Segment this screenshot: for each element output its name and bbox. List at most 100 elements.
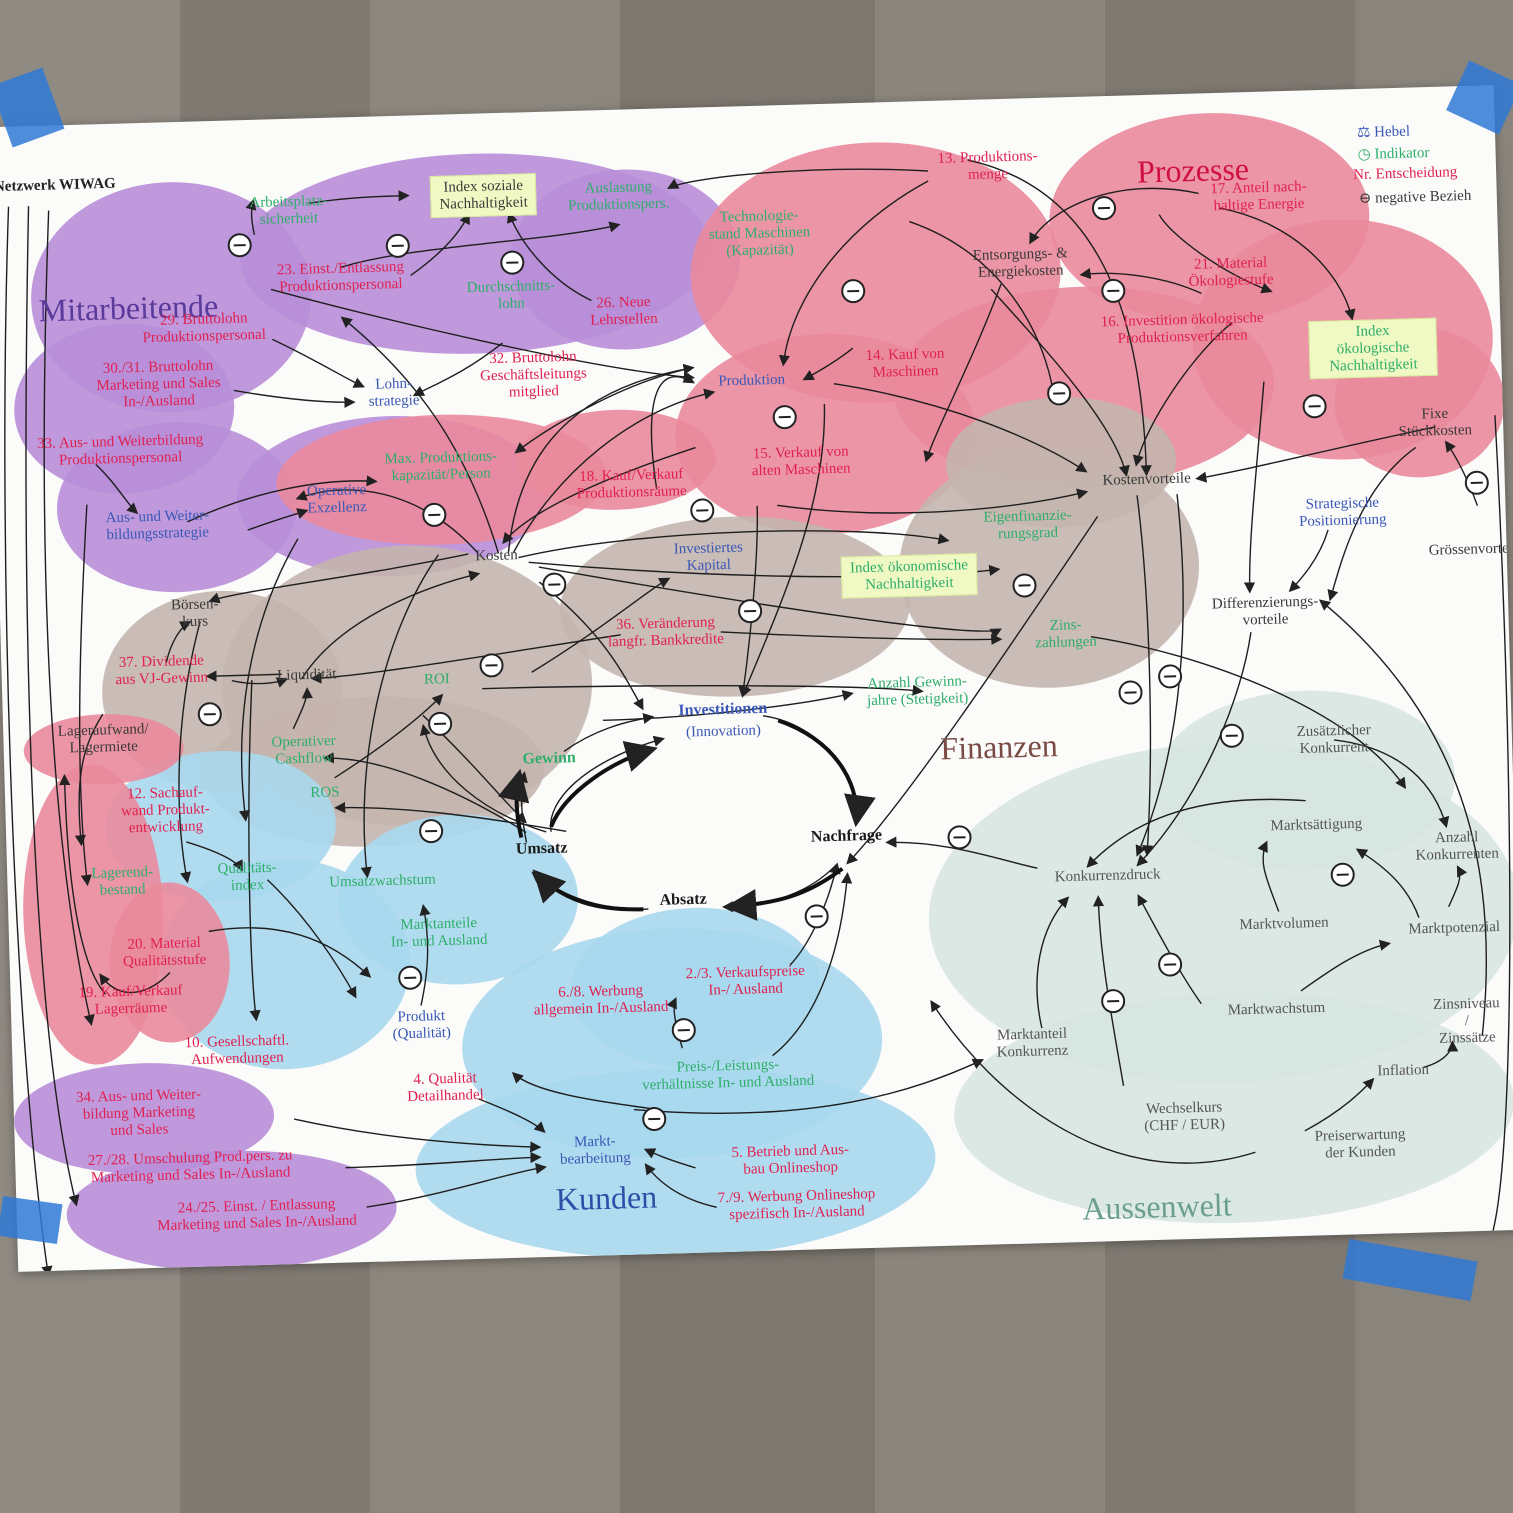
- relation-arrow: [186, 841, 243, 872]
- node-onlineshop: 5. Betrieb und Aus- bau Onlineshop: [731, 1141, 850, 1178]
- relation-arrow: [1158, 214, 1273, 294]
- core-loop-arrow: [532, 869, 644, 912]
- node-strat-position: Strategische Positionierung: [1298, 494, 1387, 530]
- relation-arrow: [233, 389, 356, 408]
- node-marktpotenzial: Marktpotenzial: [1408, 918, 1501, 938]
- relation-arrow: [4, 206, 53, 1272]
- node-inflation: Inflation: [1377, 1061, 1430, 1080]
- node-bruttolohn-gl: 32. Bruttolohn Geschäftsleitungs mitglie…: [479, 348, 587, 401]
- relation-arrow: [59, 773, 107, 995]
- relation-arrow: [1086, 798, 1306, 868]
- node-gesellsch-aufw: 10. Gesellschaftl. Aufwendungen: [184, 1032, 290, 1068]
- relation-arrow: [1243, 381, 1265, 594]
- node-index-oekon: Index ökonomische Nachhaltigkeit: [840, 552, 978, 599]
- relation-arrow: [512, 388, 716, 554]
- node-preis-leistung: Preis-/Leistungs- verhältnisse In- und A…: [642, 1056, 815, 1094]
- gauge-icon: ◷: [1357, 146, 1375, 163]
- core-loop-arrow: [497, 768, 530, 839]
- relation-arrow: [644, 1163, 717, 1208]
- relation-arrow: [538, 581, 644, 711]
- core-loop-arrow: [724, 867, 844, 921]
- node-kostenvorteile: Kostenvorteile: [1102, 470, 1191, 489]
- node-bankkredite: 36. Veränderung langfr. Bankkredite: [607, 614, 725, 651]
- relation-arrow: [967, 159, 1152, 477]
- lever-icon: ⚖: [1356, 124, 1375, 142]
- region-finanzen: Finanzen: [939, 727, 1059, 767]
- relation-arrow: [74, 713, 104, 847]
- relation-arrow: [1036, 896, 1070, 1029]
- relation-arrow: [419, 904, 431, 1006]
- relation-arrow: [1132, 322, 1233, 467]
- relation-arrow: [772, 872, 853, 1057]
- relation-arrow: [295, 489, 479, 555]
- relation-arrow: [1029, 187, 1199, 245]
- relation-arrow: [514, 366, 694, 454]
- relation-arrow: [208, 553, 469, 604]
- region-blob: [338, 814, 579, 985]
- node-werbung-allg: 6./8. Werbung allgemein In-/Ausland: [533, 982, 669, 1019]
- node-investiertes-kapital: Investiertes Kapital: [673, 539, 744, 574]
- node-fixe-kosten: Fixe Stückkosten: [1398, 405, 1473, 440]
- region-blob: [415, 1068, 936, 1259]
- node-dividende: 37. Dividende aus VJ-Gewinn: [115, 652, 209, 688]
- relation-arrow: [1444, 440, 1479, 507]
- relation-arrow: [833, 383, 1088, 473]
- minus-circle-icon: ⊖: [1358, 190, 1376, 207]
- relation-arrow: [208, 927, 372, 978]
- relation-arrow: [238, 538, 299, 822]
- region-blob: [14, 1063, 274, 1174]
- relation-arrow: [643, 1148, 696, 1169]
- relation-arrow: [266, 879, 357, 999]
- node-werbung-online: 7./9. Werbung Onlineshop spezifisch In-/…: [717, 1186, 876, 1223]
- relation-arrow: [187, 475, 378, 523]
- relation-arrow: [1079, 267, 1202, 295]
- node-produkt: Produkt (Qualität): [392, 1008, 452, 1043]
- node-entsorgung: Entsorgungs- & Energiekosten: [972, 245, 1069, 281]
- node-anteil-energie: 17. Anteil nach- haltige Energie: [1210, 178, 1307, 215]
- relation-arrow: [205, 670, 282, 682]
- core-loop-arrow: [549, 741, 658, 828]
- legend-decision: Nr. Entscheidung: [1352, 164, 1458, 184]
- node-produktionsmenge: 13. Produktions- menge: [937, 148, 1038, 183]
- relation-arrow: [245, 198, 257, 235]
- relation-arrow: [507, 363, 695, 553]
- relation-arrow: [1136, 632, 1252, 867]
- relation-arrow: [1327, 446, 1417, 602]
- node-technologiestand: Technologie- stand Maschinen (Kapazität): [708, 207, 811, 260]
- relation-arrow: [1092, 895, 1125, 1087]
- node-marktanteile: Marktanteile In- und Ausland: [390, 915, 488, 951]
- node-max-prodkap: Max. Produktions- kapazität/Person: [384, 448, 498, 485]
- node-umsatzwachstum: Umsatzwachstum: [328, 871, 437, 891]
- relation-arrow: [1195, 426, 1436, 483]
- node-lageraufwand: Lageraufwand/ Lagermiete: [57, 721, 149, 757]
- node-index-sozial: Index soziale Nachhaltigkeit: [429, 173, 538, 218]
- relation-arrow: [778, 180, 929, 367]
- relation-arrow: [412, 342, 503, 397]
- relation-arrow: [777, 488, 1089, 514]
- relation-arrow: [741, 403, 826, 698]
- relation-arrow: [507, 211, 592, 302]
- relation-arrow: [292, 687, 313, 730]
- node-produktion: Produktion: [718, 371, 786, 390]
- relation-arrow: [502, 446, 696, 545]
- region-blob: [109, 882, 230, 1043]
- legend-indicator: ◷ Indikator: [1357, 144, 1430, 163]
- node-gewinnjahre: Anzahl Gewinn- jahre (Stetigkeit): [866, 673, 969, 709]
- node-roi: ROI: [423, 671, 451, 688]
- relation-arrow: [909, 220, 1059, 399]
- node-diff-vorteile: Differenzierungs- vorteile: [1211, 593, 1319, 629]
- relation-arrow: [1136, 495, 1154, 857]
- node-material-qual: 20. Material Qualitätsstufe: [122, 934, 207, 970]
- node-investitionen: Investitionen: [678, 699, 768, 720]
- node-auslastung: Auslastung Produktionspers.: [567, 178, 670, 215]
- node-bruttolohn-ms: 30./31. Bruttolohn Marketing und Sales I…: [96, 357, 221, 410]
- region-blob: [57, 422, 297, 593]
- relation-arrow: [846, 516, 1099, 865]
- relation-arrow: [1355, 848, 1420, 918]
- region-blob: [23, 714, 184, 785]
- relation-arrow: [345, 1151, 542, 1169]
- relation-arrow: [1137, 894, 1202, 1005]
- region-blob: [570, 907, 821, 1068]
- relation-arrow: [247, 508, 309, 531]
- node-marktvolumen: Marktvolumen: [1239, 914, 1329, 934]
